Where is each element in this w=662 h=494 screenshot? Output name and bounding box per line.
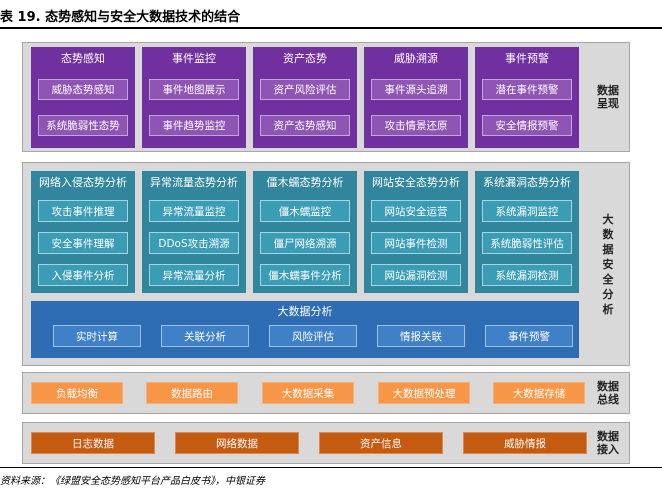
diagram-node: 风险评估 — [269, 325, 357, 347]
layer-label: 大数据安全分析 — [593, 163, 623, 365]
column-head: 态势感知 — [61, 52, 105, 65]
diagram-node: 安全事件理解 — [38, 232, 128, 254]
column-head: 网站安全态势分析 — [372, 176, 460, 189]
source-divider — [0, 467, 662, 468]
analysis-column: 僵木蠕态势分析 僵木蠕监控 僵尸网络溯源 僵木蠕事件分析 — [253, 171, 357, 293]
layer-data-ingest: 日志数据 网络数据 资产信息 威胁情报 数据接入 — [22, 422, 630, 464]
layer-label-text: 数据接入 — [597, 430, 619, 456]
column-head: 僵木蠕态势分析 — [266, 176, 344, 189]
diagram-node: 大数据存储 — [493, 382, 585, 404]
diagram-node: 资产信息 — [319, 432, 443, 454]
diagram-node: 负载均衡 — [31, 382, 123, 404]
column-head: 异常流量态势分析 — [150, 176, 238, 189]
layer-label: 数据总线 — [593, 373, 623, 413]
diagram-node: 攻击情景还原 — [371, 115, 461, 136]
diagram-node: 系统漏洞检测 — [482, 264, 572, 286]
analysis-column: 异常流量态势分析 异常流量监控 DDoS攻击溯源 异常流量分析 — [142, 171, 246, 293]
column-head: 事件监控 — [172, 52, 216, 65]
diagram-node: 系统漏洞监控 — [482, 200, 572, 222]
diagram-node: 大数据采集 — [262, 382, 354, 404]
diagram-node: 攻击事件推理 — [38, 200, 128, 222]
layer-label: 数据接入 — [593, 423, 623, 463]
presentation-column: 事件监控 事件地图展示 事件趋势监控 — [142, 47, 246, 148]
diagram-node: 异常流量分析 — [149, 264, 239, 286]
diagram-node: 关联分析 — [161, 325, 249, 347]
diagram-node: 入侵事件分析 — [38, 264, 128, 286]
column-head: 事件预警 — [505, 52, 549, 65]
layer-label-text: 大数据安全分析 — [602, 212, 614, 316]
presentation-column: 威胁溯源 事件源头追溯 攻击情景还原 — [364, 47, 468, 148]
diagram-node: 网络数据 — [175, 432, 299, 454]
diagram-node: 僵木蠕监控 — [260, 200, 350, 222]
diagram-node: 资产态势感知 — [260, 115, 350, 136]
presentation-column: 态势感知 威胁态势感知 系统脆弱性态势 — [31, 47, 135, 148]
diagram-node: 威胁情报 — [463, 432, 587, 454]
diagram-node: 僵尸网络溯源 — [260, 232, 350, 254]
diagram-node: 实时计算 — [53, 325, 141, 347]
layer-data-bus: 负载均衡 数据路由 大数据采集 大数据预处理 大数据存储 数据总线 — [22, 372, 630, 414]
diagram-node: 大数据预处理 — [378, 382, 470, 404]
layer-label-text: 数据总线 — [597, 380, 619, 406]
diagram-node: 事件地图展示 — [149, 79, 239, 100]
diagram-node: 网站漏洞检测 — [371, 264, 461, 286]
diagram-node: 数据路由 — [146, 382, 238, 404]
diagram-node: 资产风险评估 — [260, 79, 350, 100]
diagram-node: 网站事件检测 — [371, 232, 461, 254]
diagram-node: 威胁态势感知 — [38, 79, 128, 100]
analysis-column: 网络入侵态势分析 攻击事件推理 安全事件理解 入侵事件分析 — [31, 171, 135, 293]
diagram-node: 事件源头追溯 — [371, 79, 461, 100]
bigdata-analysis-band: 大数据分析 实时计算 关联分析 风险评估 情报关联 事件预警 — [31, 301, 579, 358]
diagram-node: 系统脆弱性评估 — [482, 232, 572, 254]
column-head: 网络入侵态势分析 — [39, 176, 127, 189]
presentation-column: 资产态势 资产风险评估 资产态势感知 — [253, 47, 357, 148]
diagram-node: 僵木蠕事件分析 — [260, 264, 350, 286]
column-head: 资产态势 — [283, 52, 327, 65]
source-note: 资料来源：《绿盟安全态势感知平台产品白皮书》，中银证券 — [0, 476, 265, 487]
title-divider — [0, 27, 662, 29]
analysis-column: 系统漏洞态势分析 系统漏洞监控 系统脆弱性评估 系统漏洞检测 — [475, 171, 579, 293]
layer-label-text: 数据呈现 — [597, 84, 619, 110]
diagram-node: 日志数据 — [31, 432, 155, 454]
column-head: 威胁溯源 — [394, 52, 438, 65]
diagram-node: DDoS攻击溯源 — [149, 232, 239, 254]
diagram-node: 潜在事件预警 — [482, 79, 572, 100]
layer-bigdata-analysis: 网络入侵态势分析 攻击事件推理 安全事件理解 入侵事件分析 异常流量态势分析 异… — [22, 162, 630, 366]
layer-data-presentation: 态势感知 威胁态势感知 系统脆弱性态势 事件监控 事件地图展示 事件趋势监控 资… — [22, 42, 630, 152]
diagram-node: 事件趋势监控 — [149, 115, 239, 136]
diagram-node: 系统脆弱性态势 — [38, 115, 128, 136]
table-title: 表 19. 态势感知与安全大数据技术的结合 — [0, 10, 241, 25]
diagram-node: 事件预警 — [485, 325, 573, 347]
presentation-column: 事件预警 潜在事件预警 安全情报预警 — [475, 47, 579, 148]
diagram-node: 异常流量监控 — [149, 200, 239, 222]
column-head: 系统漏洞态势分析 — [483, 176, 571, 189]
diagram-node: 安全情报预警 — [482, 115, 572, 136]
diagram-node: 情报关联 — [377, 325, 465, 347]
analysis-column: 网站安全态势分析 网站安全运营 网站事件检测 网站漏洞检测 — [364, 171, 468, 293]
layer-label: 数据呈现 — [593, 43, 623, 151]
diagram-node: 网站安全运营 — [371, 200, 461, 222]
band-head: 大数据分析 — [277, 305, 333, 318]
